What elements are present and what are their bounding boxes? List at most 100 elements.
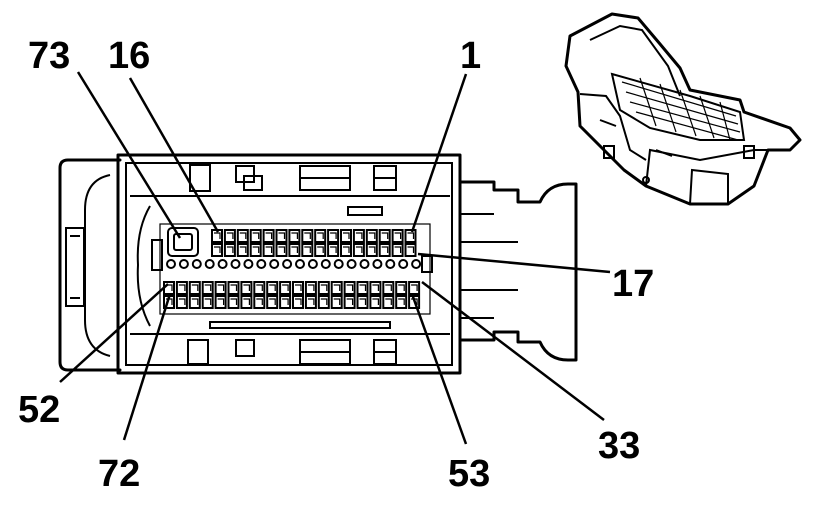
pin-cavity-top-contact bbox=[317, 232, 324, 239]
pin-cavity-bottom-contact bbox=[256, 298, 263, 305]
pin-cavity-top bbox=[378, 229, 391, 243]
pin-cavity-bottom bbox=[408, 281, 421, 295]
leader-53 bbox=[410, 293, 468, 445]
pin-cavity-top bbox=[236, 229, 249, 243]
pin-cavity-middle bbox=[178, 259, 189, 269]
pin-cavity-bottom bbox=[279, 295, 292, 309]
pin-number-labels: 73 16 1 17 52 72 53 33 bbox=[18, 35, 654, 495]
pin-cavity-bottom bbox=[227, 281, 240, 295]
pin-cavity-top bbox=[314, 229, 327, 243]
pin-cavity-middle bbox=[333, 259, 344, 269]
pin-cavity-middle bbox=[372, 259, 383, 269]
pin-cavity-bottom bbox=[330, 281, 343, 295]
pin-label-33: 33 bbox=[598, 425, 640, 467]
pin-cavity-top-contact bbox=[252, 232, 260, 239]
pin-cavity-top bbox=[223, 229, 236, 243]
pin-cavity-bottom-contact bbox=[372, 284, 379, 291]
pin-cavity-bottom-contact bbox=[217, 298, 225, 305]
pin-cavity-bottom-contact bbox=[398, 284, 405, 291]
pin-cavity-bottom-contact bbox=[243, 284, 250, 291]
pin-cavity-middle bbox=[282, 259, 293, 269]
pin-cavity-top-contact bbox=[278, 246, 286, 253]
pin-cavity-top bbox=[365, 243, 378, 257]
pin-cavity-bottom-contact bbox=[282, 298, 289, 305]
pin-cavity-top-contact bbox=[265, 232, 273, 239]
pin-cavity-middle bbox=[217, 259, 228, 269]
pin-cavity-bottom-contact bbox=[398, 298, 405, 305]
pin-cavity-middle bbox=[243, 259, 254, 269]
pin-cavity-middle bbox=[204, 259, 215, 269]
pin-cavity-bottom bbox=[253, 295, 266, 309]
pin-cavity-top bbox=[236, 243, 249, 257]
pin-label-53: 53 bbox=[448, 453, 490, 495]
pin-cavity-bottom bbox=[201, 281, 214, 295]
pin-cavity-bottom-contact bbox=[178, 284, 186, 291]
pin-cavity-top bbox=[378, 243, 391, 257]
pin-cavity-top bbox=[249, 229, 262, 243]
pin-cavity-bottom bbox=[356, 295, 369, 309]
pin-cavity-bottom bbox=[382, 281, 395, 295]
pin-cavity-bottom bbox=[175, 295, 188, 309]
leader-33 bbox=[421, 281, 605, 421]
pin-cavity-bottom bbox=[227, 295, 240, 309]
pin-cavity-top bbox=[404, 229, 417, 243]
pin-cavity-bottom bbox=[369, 281, 382, 295]
pin-cavity-bottom bbox=[304, 295, 317, 309]
leader-52 bbox=[59, 283, 169, 383]
pin-cavity-top bbox=[352, 229, 365, 243]
pin-cavity-middle bbox=[411, 259, 422, 269]
pin-cavity-middle bbox=[191, 259, 202, 269]
pin-cavity-top bbox=[340, 229, 352, 243]
pin-cavity-top bbox=[365, 229, 378, 243]
pin-cavity-bottom-contact bbox=[230, 284, 238, 291]
pin-cavity-top-contact bbox=[278, 232, 286, 239]
pin-cavity-bottom bbox=[188, 281, 201, 295]
pin-cavity-bottom-contact bbox=[282, 284, 289, 291]
pin-cavity-top bbox=[249, 243, 262, 257]
pin-cavity-top-contact bbox=[343, 246, 350, 253]
pin-cavity-bottom-contact bbox=[178, 298, 186, 305]
pin-cavity-top-contact bbox=[304, 232, 311, 239]
pin-cavity-middle bbox=[256, 259, 267, 269]
pin-label-1: 1 bbox=[460, 35, 481, 77]
pin-cavity-bottom-contact bbox=[359, 298, 367, 305]
pin-cavity-top-contact bbox=[394, 246, 402, 253]
pin-cavity-top-contact bbox=[355, 232, 363, 239]
pin-cavity-bottom-contact bbox=[307, 284, 315, 291]
pin-cavity-bottom-contact bbox=[243, 298, 250, 305]
pin-cavity-bottom-contact bbox=[346, 284, 354, 291]
pin-cavity-bottom-contact bbox=[191, 284, 199, 291]
pin-cavity-middle bbox=[385, 259, 396, 269]
pin-label-17: 17 bbox=[612, 263, 654, 305]
pin-cavity-top-contact bbox=[407, 232, 415, 239]
pin-cavity-bottom bbox=[330, 295, 343, 309]
pin-cavity-bottom-contact bbox=[333, 298, 341, 305]
leader-72 bbox=[122, 293, 172, 441]
pin-cavity-top bbox=[288, 229, 301, 243]
pin-field-outline bbox=[159, 223, 431, 315]
pin-cavity-bottom bbox=[214, 295, 227, 309]
pin-cavity-top-contact bbox=[343, 232, 350, 239]
pin-cavity-bottom bbox=[175, 281, 188, 295]
pin-cavity-bottom bbox=[317, 295, 330, 309]
pin-cavity-top-contact bbox=[226, 246, 234, 253]
pin-cavity-top-contact bbox=[330, 246, 337, 253]
pin-cavity-bottom-contact bbox=[320, 298, 328, 305]
pin-cavity-middle bbox=[307, 259, 318, 269]
pin-cavity-bottom-contact bbox=[333, 284, 341, 291]
pin-cavity-bottom bbox=[240, 281, 253, 295]
pin-cavity-bottom-contact bbox=[320, 284, 328, 291]
pin-cavity-bottom-contact bbox=[346, 298, 354, 305]
pin-cavity-bottom bbox=[201, 295, 214, 309]
pin-cavity-bottom bbox=[292, 295, 304, 309]
pin-cavity-middle bbox=[359, 259, 370, 269]
pin-cavity-bottom-contact bbox=[295, 284, 302, 291]
pin-cavity-bottom bbox=[317, 281, 330, 295]
pin-cavity-top-contact bbox=[214, 232, 221, 239]
pin-cavity-bottom bbox=[408, 295, 421, 309]
pin-cavity-top bbox=[275, 229, 288, 243]
pin-cavity-bottom bbox=[292, 281, 304, 295]
pin-cavity-bottom bbox=[266, 281, 279, 295]
pin-cavity-bottom bbox=[253, 281, 266, 295]
